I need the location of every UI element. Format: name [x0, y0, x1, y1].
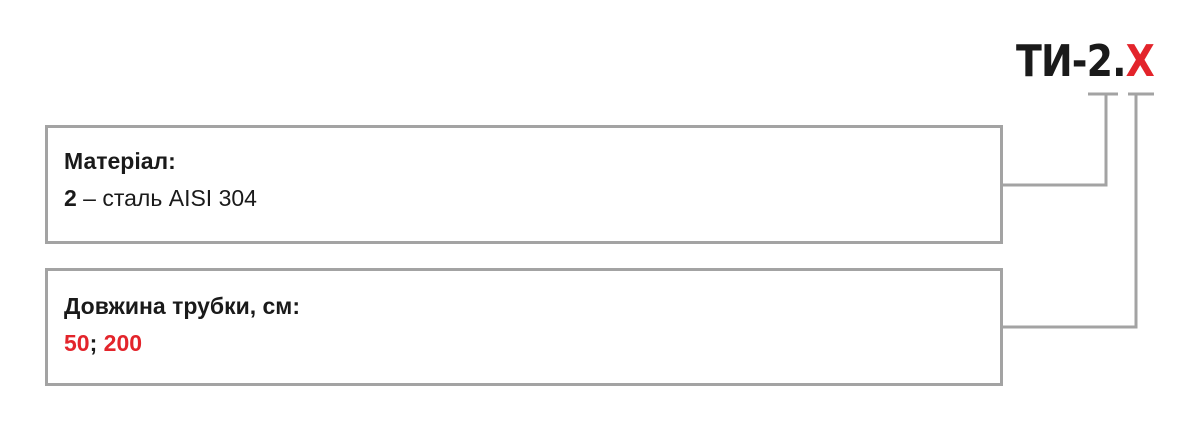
- length-separator: ;: [89, 330, 104, 356]
- product-code-prefix: ТИ-2.: [1016, 36, 1126, 87]
- material-key: 2: [64, 185, 77, 211]
- material-desc: – сталь AISI 304: [76, 185, 257, 211]
- length-box: Довжина трубки, см: 50; 200: [45, 268, 1003, 386]
- material-heading: Матеріал:: [64, 148, 176, 174]
- length-value: 50; 200: [64, 329, 142, 357]
- connector-length: [1000, 94, 1138, 329]
- connector-material: [1000, 94, 1108, 187]
- length-option-1: 50: [64, 330, 90, 356]
- product-code-variable: Х: [1125, 36, 1155, 87]
- material-box: Матеріал: 2 – сталь AISI 304: [45, 125, 1003, 244]
- length-option-2: 200: [103, 330, 143, 356]
- product-code: ТИ-2.Х: [1016, 36, 1155, 88]
- length-heading: Довжина трубки, см:: [64, 293, 300, 319]
- material-value: 2 – сталь AISI 304: [64, 184, 257, 212]
